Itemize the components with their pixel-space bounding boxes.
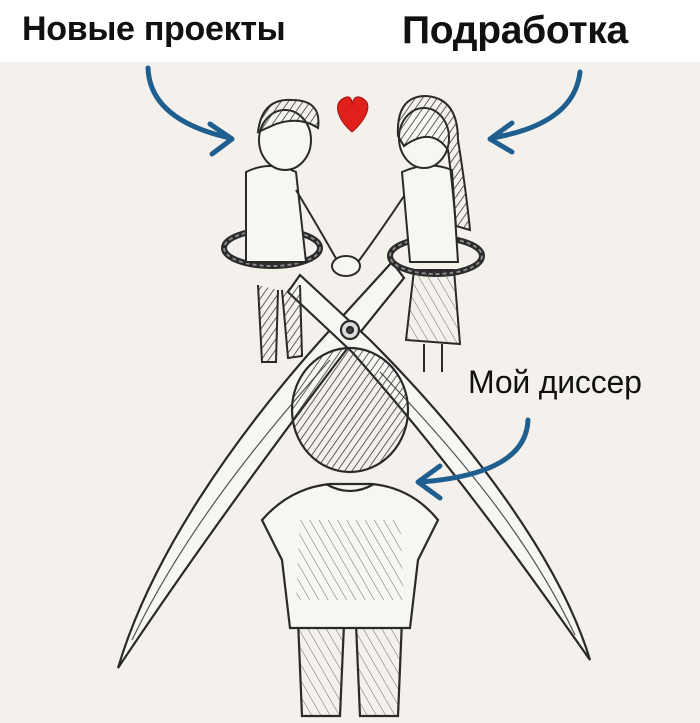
curved-arrow-icon — [145, 65, 233, 141]
caption-band — [0, 0, 700, 62]
arrows — [145, 65, 583, 501]
couple-boy — [245, 98, 339, 363]
caption-new-projects: Новые проекты — [22, 10, 286, 48]
curved-arrow-icon — [417, 417, 531, 485]
curved-arrow-icon — [489, 69, 583, 141]
scissor-blade-right — [286, 273, 592, 661]
heart-icon — [337, 96, 369, 133]
joined-hands — [331, 255, 361, 277]
caption-side-job: Подработка — [402, 9, 628, 52]
couple-girl — [357, 94, 472, 372]
caption-my-thesis: Мой диссер — [468, 364, 642, 400]
foreground-boy — [260, 346, 440, 718]
